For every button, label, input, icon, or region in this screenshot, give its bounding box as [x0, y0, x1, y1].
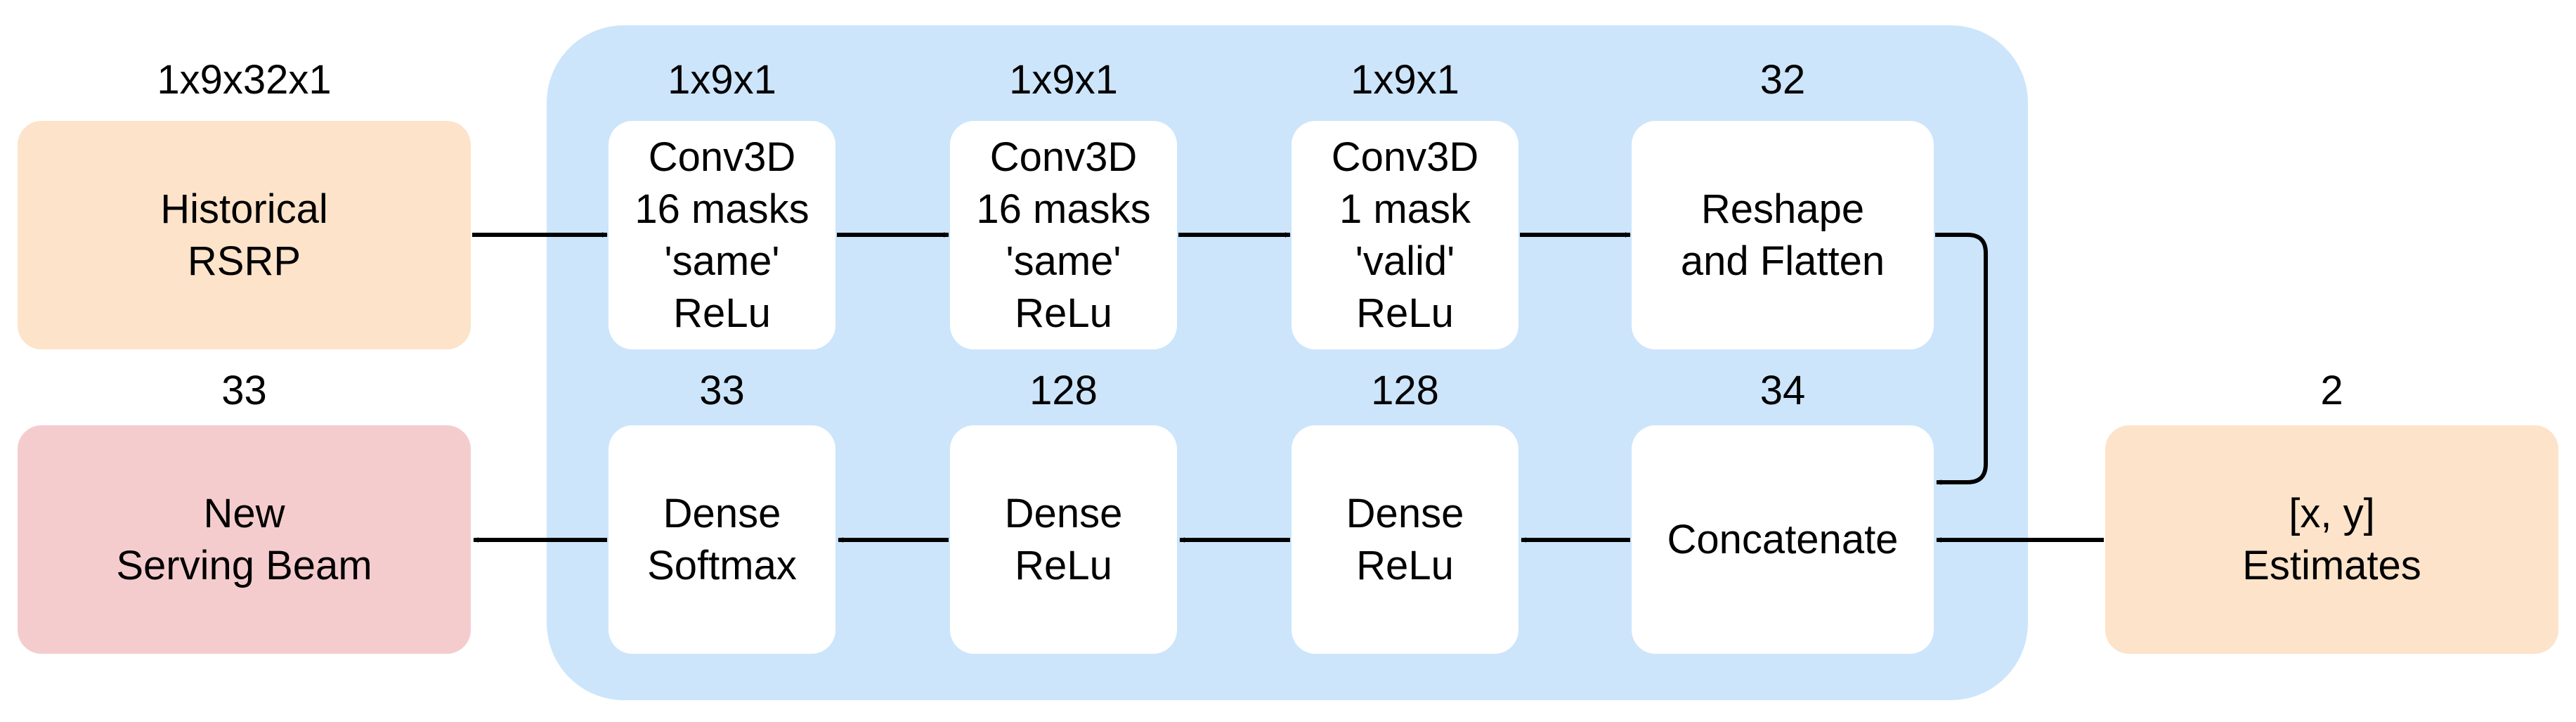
block-label-line: 'same'	[664, 238, 780, 284]
new-serving-beam-block: New Serving Beam	[18, 425, 471, 654]
block-label-line: ReLu	[673, 290, 771, 336]
dense-softmax-dim: 33	[699, 368, 745, 413]
block-label-line: 'same'	[1006, 238, 1121, 284]
block-label-line: 16 masks	[635, 186, 809, 232]
dense2-dim: 128	[1029, 368, 1098, 413]
xy-estimates-block: [x, y] Estimates	[2105, 425, 2558, 654]
block-label-line: Dense	[1346, 490, 1464, 536]
block-label-line: Dense	[663, 490, 781, 536]
block-label-line: Softmax	[647, 542, 797, 588]
block-label-line: RSRP	[187, 238, 301, 284]
block-label-line: ReLu	[1015, 290, 1112, 336]
conv1-dim: 1x9x1	[668, 57, 776, 103]
block-label-line: ReLu	[1356, 290, 1454, 336]
block-label-line: Dense	[1004, 490, 1123, 536]
conv3d-block-1: Conv3D 16 masks 'same' ReLu	[609, 121, 835, 349]
block-label-line: 'valid'	[1355, 238, 1455, 284]
conv3-dim: 1x9x1	[1351, 57, 1459, 103]
block-label-line: Conv3D	[1331, 134, 1479, 180]
dense-relu-block-2: Dense ReLu	[950, 425, 1177, 654]
block-label-line: ReLu	[1356, 542, 1454, 588]
dense-softmax-block: Dense Softmax	[609, 425, 835, 654]
input-rsrp-dim: 1x9x32x1	[157, 57, 332, 103]
block-label-line: and Flatten	[1680, 238, 1885, 284]
concatenate-block: Concatenate	[1632, 425, 1934, 654]
block-label-line: 16 masks	[976, 186, 1151, 232]
conv2-dim: 1x9x1	[1009, 57, 1118, 103]
block-label-line: [x, y]	[2289, 490, 2375, 536]
dense1-dim: 128	[1371, 368, 1439, 413]
block-label-line: Estimates	[2242, 542, 2421, 588]
block-label-line: Serving Beam	[116, 542, 372, 588]
block-label-line: Conv3D	[648, 134, 796, 180]
block-label-line: Conv3D	[989, 134, 1138, 180]
historical-rsrp-block: Historical RSRP	[18, 121, 471, 349]
concatenate-dim: 34	[1759, 368, 1806, 413]
block-label-line: Concatenate	[1667, 516, 1899, 562]
block-label-line: Reshape	[1700, 186, 1865, 232]
arrow-reshape-to-concatenate	[1935, 233, 1988, 485]
conv3d-block-3: Conv3D 1 mask 'valid' ReLu	[1292, 121, 1518, 349]
block-label-line: 1 mask	[1339, 186, 1471, 232]
conv3d-block-2: Conv3D 16 masks 'same' ReLu	[950, 121, 1177, 349]
reshape-flatten-block: Reshape and Flatten	[1632, 121, 1934, 349]
input-xy-dim: 2	[2320, 368, 2343, 413]
block-label-line: New	[203, 490, 285, 536]
output-beam-dim: 33	[221, 368, 267, 413]
block-label-line: Historical	[160, 186, 328, 232]
block-label-line: ReLu	[1015, 542, 1112, 588]
dense-relu-block-1: Dense ReLu	[1292, 425, 1518, 654]
reshape-dim: 32	[1759, 57, 1806, 103]
